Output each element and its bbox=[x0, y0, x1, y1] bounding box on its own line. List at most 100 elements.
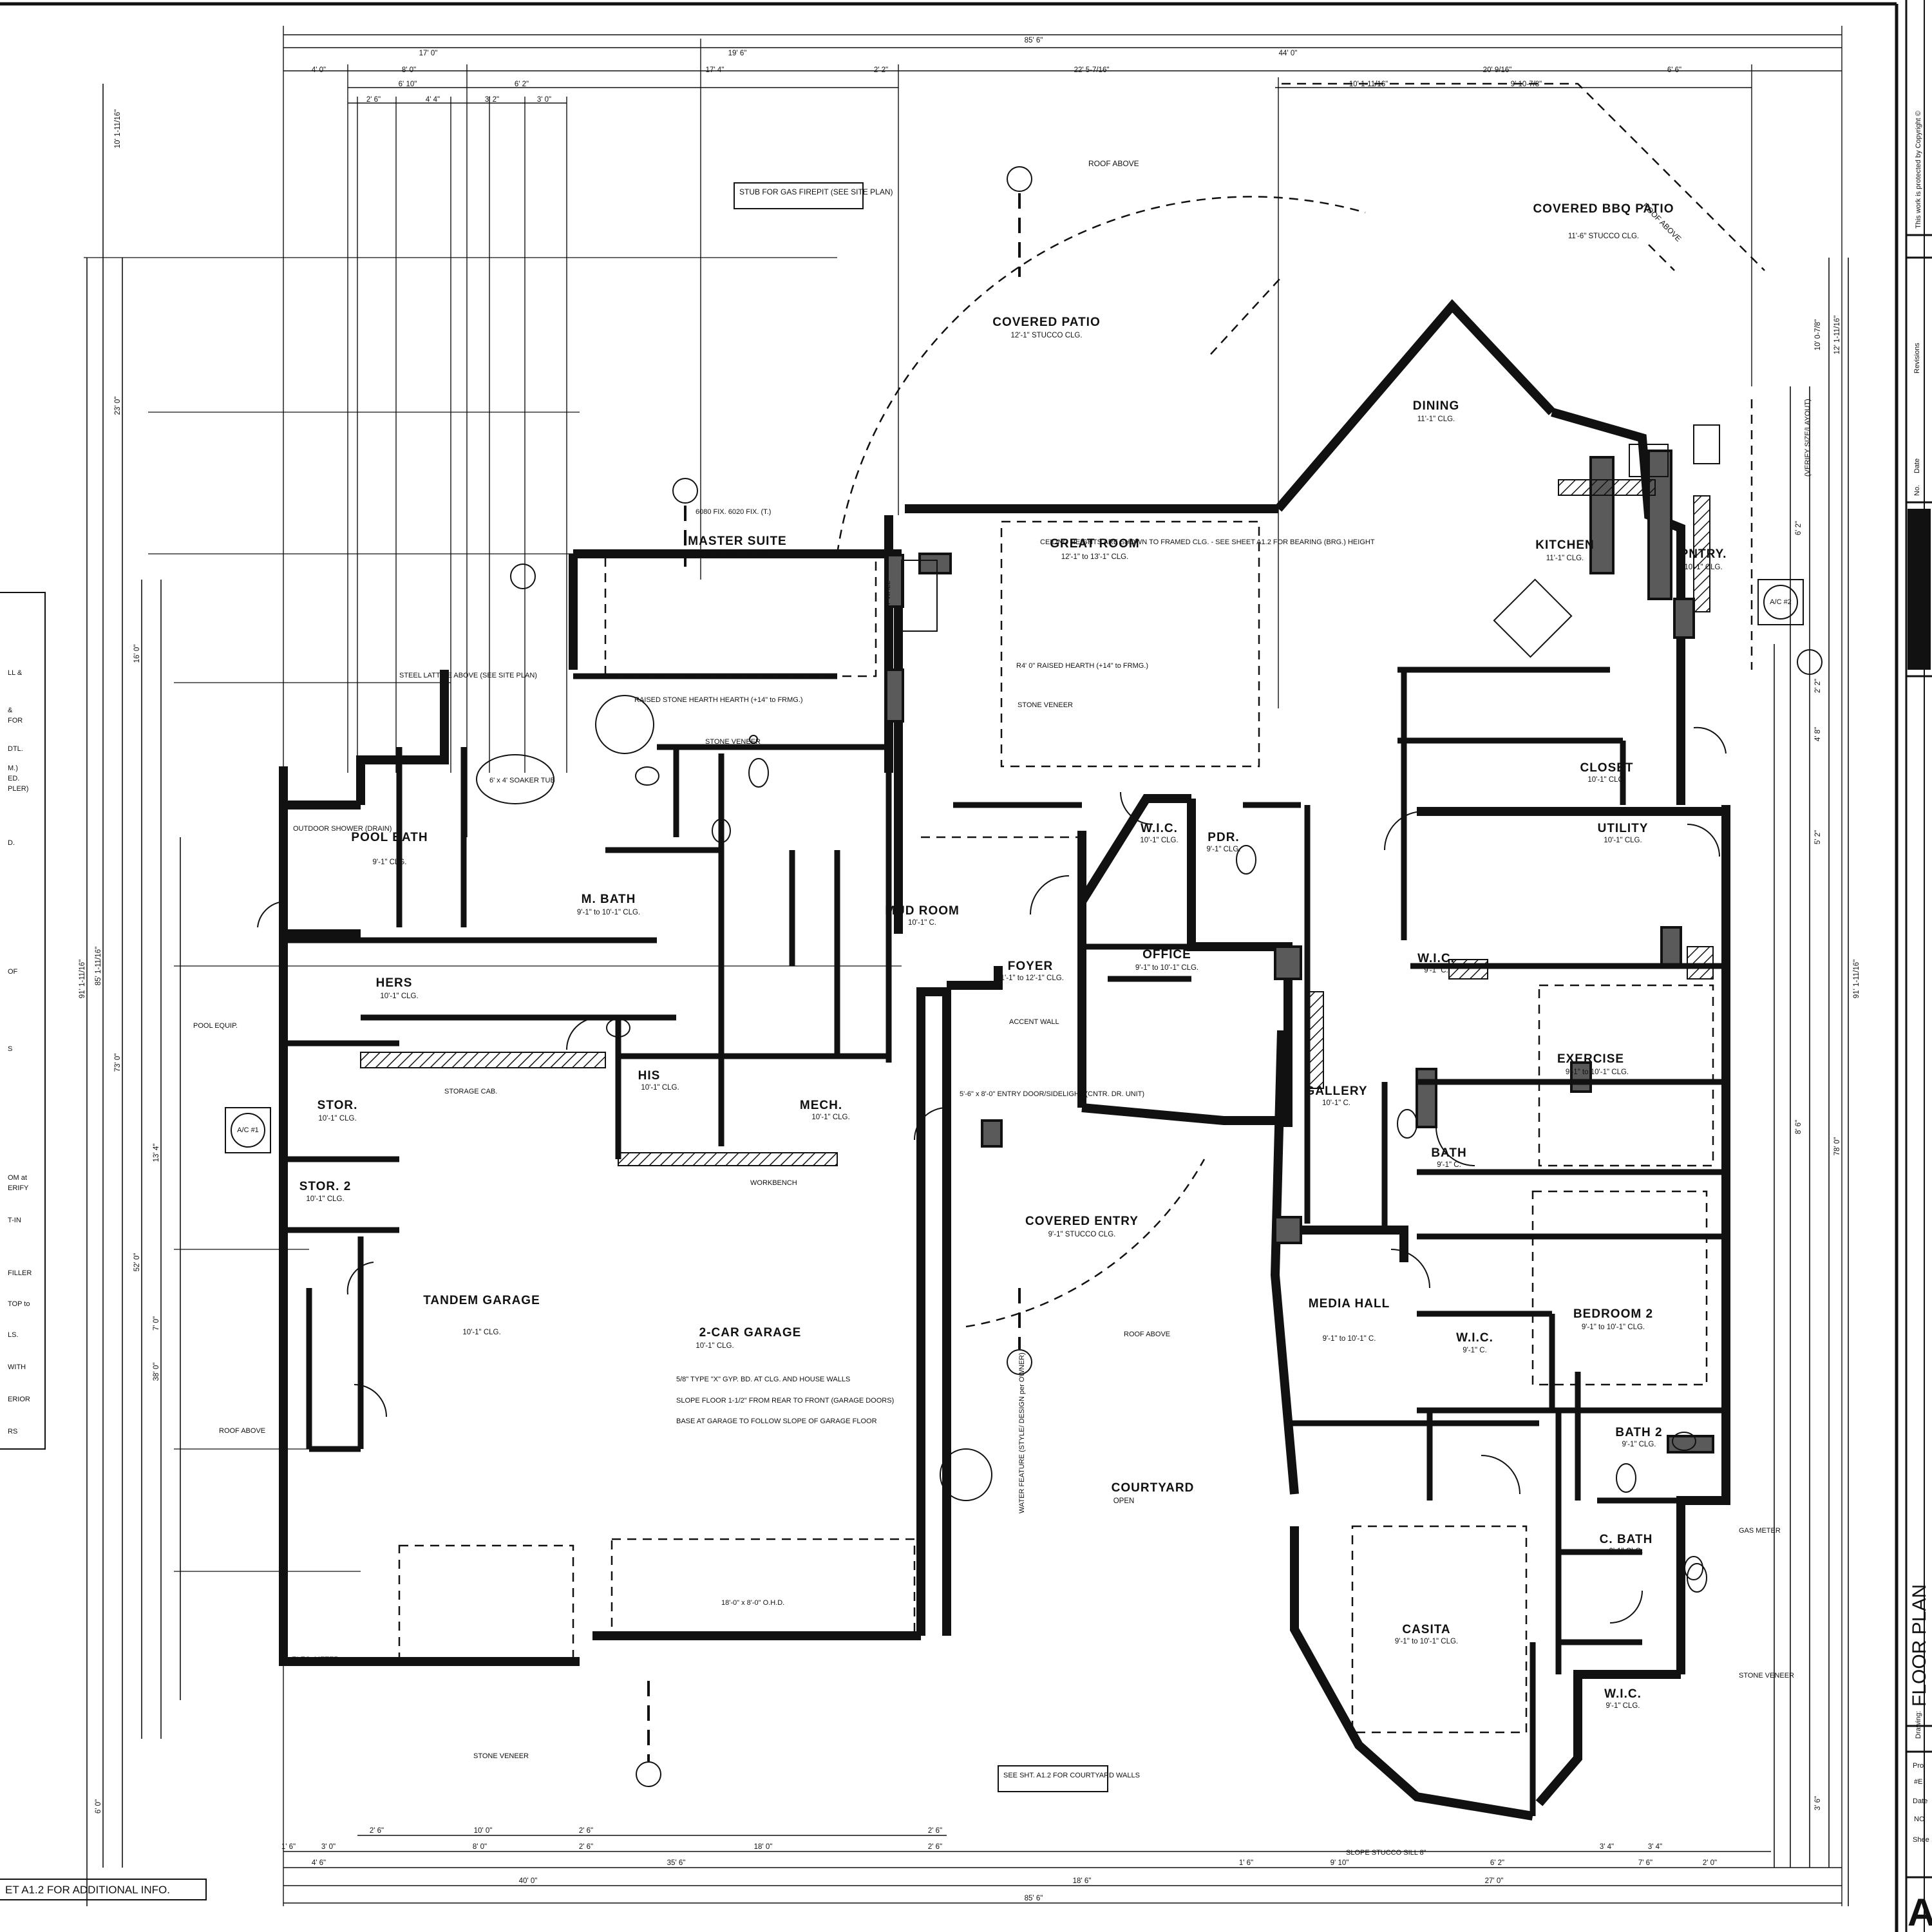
left-note-12: ERIFY bbox=[8, 1184, 29, 1192]
svg-text:MECH.: MECH. bbox=[800, 1099, 842, 1112]
dim-right-1: 91' 1-11/16" bbox=[1853, 960, 1861, 998]
ac-unit-1 bbox=[225, 1107, 271, 1153]
svg-text:PDR.: PDR. bbox=[1208, 831, 1239, 844]
dim-top-r1-3: 44' 0" bbox=[1279, 50, 1298, 57]
interior-walls bbox=[283, 667, 1726, 1816]
note-elec-meter: ELEC. METER bbox=[292, 1656, 339, 1663]
room-covered-patio: COVERED PATIO 12'-1" STUCCO CLG. bbox=[992, 316, 1100, 339]
left-note-8: D. bbox=[8, 839, 15, 847]
svg-text:9'-1" to 10'-1" CLG.: 9'-1" to 10'-1" CLG. bbox=[577, 909, 640, 916]
dim-bottom-r1-3: 27' 0" bbox=[1485, 1877, 1504, 1885]
note-slope: SLOPE FLOOR 1-1/2" FROM REAR TO FRONT (G… bbox=[676, 1397, 894, 1405]
svg-text:9'-1" C.: 9'-1" C. bbox=[1437, 1161, 1461, 1169]
svg-text:CASITA: CASITA bbox=[1402, 1623, 1450, 1636]
room-bedroom-2: BEDROOM 29'-1" to 10'-1" CLG. bbox=[1573, 1307, 1653, 1331]
bottom-note: ET A1.2 FOR ADDITIONAL INFO. bbox=[5, 1884, 170, 1896]
left-note-18: ERIOR bbox=[8, 1396, 30, 1403]
dim-top-r4-4: 3' 0" bbox=[537, 96, 551, 104]
left-note-7: PLER) bbox=[8, 785, 28, 793]
svg-text:10'-1" CLG.: 10'-1" CLG. bbox=[318, 1115, 356, 1122]
svg-text:9'-1" CLG.: 9'-1" CLG. bbox=[1622, 1441, 1656, 1448]
door-swings bbox=[257, 726, 1727, 1624]
svg-text:BEDROOM 2: BEDROOM 2 bbox=[1573, 1307, 1653, 1321]
dim-bottom-r2-3: 1' 6" bbox=[1239, 1859, 1253, 1867]
svg-text:11'-6" STUCCO CLG.: 11'-6" STUCCO CLG. bbox=[1568, 232, 1639, 240]
note-storage-cab: STORAGE CAB. bbox=[444, 1088, 497, 1095]
dim-top-r2-6: 20' 9/16" bbox=[1483, 66, 1512, 74]
dim-top-r2-2: 8' 0" bbox=[402, 66, 416, 74]
room-mech: MECH.10'-1" CLG. bbox=[800, 1099, 850, 1121]
dim-top-r3-4: 9' 10-7/8" bbox=[1511, 80, 1542, 88]
left-note-4: DTL. bbox=[8, 745, 23, 753]
svg-text:10'-1" CLG.: 10'-1" CLG. bbox=[1684, 564, 1722, 571]
room-wic-casita: W.I.C.9'-1" CLG. bbox=[1604, 1687, 1642, 1710]
svg-text:9'-1" CLG.: 9'-1" CLG. bbox=[373, 858, 407, 866]
svg-text:POOL BATH: POOL BATH bbox=[351, 831, 428, 844]
svg-text:9'-1" to 10'-1" C.: 9'-1" to 10'-1" C. bbox=[1323, 1335, 1376, 1343]
svg-text:9'-1" CLG.: 9'-1" CLG. bbox=[1207, 846, 1241, 853]
section-marker-icon bbox=[510, 564, 536, 589]
sink-icon bbox=[712, 819, 731, 843]
svg-text:11'-1" CLG.: 11'-1" CLG. bbox=[1546, 554, 1584, 562]
note-stone-2: STONE VENEER bbox=[705, 738, 761, 746]
svg-text:12'-1" STUCCO CLG.: 12'-1" STUCCO CLG. bbox=[1010, 332, 1082, 339]
water-feature-icon bbox=[940, 1448, 992, 1501]
svg-text:OPEN: OPEN bbox=[1113, 1497, 1135, 1505]
room-stor-2: STOR. 210'-1" CLG. bbox=[299, 1180, 351, 1203]
svg-text:W.I.C.: W.I.C. bbox=[1604, 1687, 1642, 1701]
fixtures bbox=[476, 424, 1720, 1593]
svg-text:11'-1" CLG.: 11'-1" CLG. bbox=[1417, 415, 1455, 423]
dim-left-4: 23' 0" bbox=[114, 397, 122, 415]
note-entry-door: 5'-6" x 8'-0" ENTRY DOOR/SIDELIGHT (CNTR… bbox=[960, 1090, 1144, 1098]
bottom-dimensions bbox=[283, 1835, 1842, 1904]
note-pool-equip: POOL EQUIP. bbox=[193, 1022, 238, 1030]
svg-text:EXERCISE: EXERCISE bbox=[1557, 1052, 1624, 1066]
tb-sheet-number: A bbox=[1908, 1891, 1932, 1932]
left-note-11: OM at bbox=[8, 1174, 27, 1182]
dim-right-9: 5' 2" bbox=[1814, 830, 1822, 844]
svg-text:TANDEM GARAGE: TANDEM GARAGE bbox=[423, 1294, 540, 1307]
room-wic-master: W.I.C.10'-1" CLG. bbox=[1140, 822, 1178, 844]
svg-text:PNTRY.: PNTRY. bbox=[1680, 547, 1727, 561]
wall-blocks bbox=[885, 450, 1714, 1454]
svg-text:COVERED PATIO: COVERED PATIO bbox=[992, 316, 1100, 329]
svg-text:10'-1" CLG.: 10'-1" CLG. bbox=[380, 992, 418, 1000]
left-note-15: TOP to bbox=[8, 1300, 30, 1308]
note-lattice: STEEL LATTICE ABOVE (SEE SITE PLAN) bbox=[399, 672, 537, 679]
tb-drawing-label: Drawing: bbox=[1915, 1711, 1922, 1739]
dim-bottom-r3-3: 8' 0" bbox=[473, 1843, 487, 1851]
left-note-2: & bbox=[8, 706, 13, 714]
dim-right-5: 6' 2" bbox=[1795, 521, 1803, 535]
note-sill: SLOPE STUCCO SILL 8" bbox=[1346, 1849, 1426, 1857]
note-stone-1: STONE VENEER bbox=[1018, 701, 1073, 709]
dim-right-4: 78' 0" bbox=[1833, 1137, 1841, 1156]
svg-text:HERS: HERS bbox=[376, 976, 413, 990]
sink-icon bbox=[1684, 1556, 1703, 1580]
dim-right-6: 8' 6" bbox=[1795, 1120, 1803, 1134]
svg-text:9'-1" CLG.: 9'-1" CLG. bbox=[1606, 1702, 1640, 1710]
left-note-5: M.) bbox=[8, 764, 18, 772]
note-garage-gyp: 5/8" TYPE "X" GYP. BD. AT CLG. AND HOUSE… bbox=[676, 1376, 850, 1383]
svg-text:MUD ROOM: MUD ROOM bbox=[885, 904, 960, 918]
dim-bottom-r4-1: 2' 6" bbox=[370, 1827, 384, 1835]
dim-top-r3-2: 6' 2" bbox=[515, 80, 529, 88]
soaker-tub-icon bbox=[476, 754, 554, 804]
toilet-icon bbox=[1397, 1109, 1417, 1139]
svg-text:10'-1" CLG.: 10'-1" CLG. bbox=[462, 1329, 500, 1336]
dim-top-r2-1: 4' 0" bbox=[312, 66, 326, 74]
svg-text:10'-1" C.: 10'-1" C. bbox=[908, 919, 936, 927]
note-ceiling: CEILING HEIGHTS ARE SHOWN TO FRAMED CLG.… bbox=[1040, 538, 1375, 546]
left-note-9: OF bbox=[8, 968, 18, 976]
svg-text:BATH 2: BATH 2 bbox=[1615, 1426, 1662, 1439]
svg-text:COVERED ENTRY: COVERED ENTRY bbox=[1025, 1215, 1139, 1228]
tb-proj-num: #E bbox=[1914, 1778, 1922, 1786]
svg-text:COURTYARD: COURTYARD bbox=[1112, 1481, 1195, 1495]
